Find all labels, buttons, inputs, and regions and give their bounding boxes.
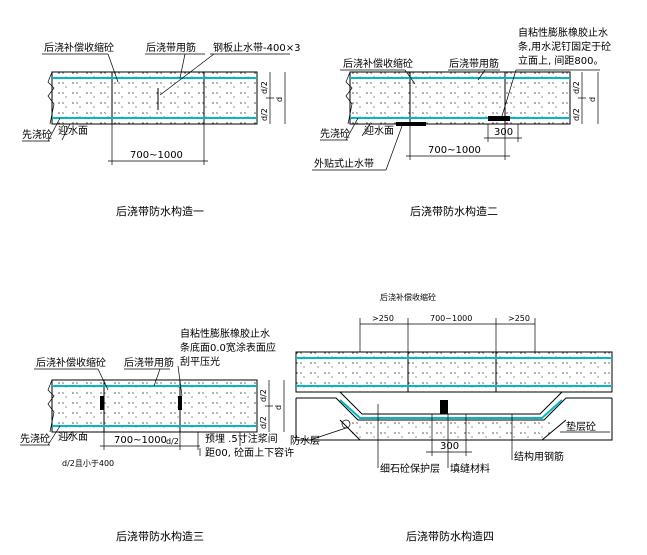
diagram-1: d/2 d/2 d 后浇补偿收缩砼 后浇带用筋 钢板止水带-400×3 先浇砼 … [22,41,300,218]
label-shrink-1: 后浇补偿收缩砼 [44,41,114,54]
dim-300-2: 300 [494,127,513,138]
label-shrink-4: 后浇补偿收缩砼 [380,292,436,302]
label-steel-1: 钢板止水带-400×3 [213,41,300,54]
label-first-3: 先浇砼 [20,432,50,445]
label-protect-4: 细石砼保护层 [380,462,440,475]
dim-d2-2: d/2 [572,81,581,94]
dim-width-1: 700~1000 [130,150,183,161]
dim-d2b-3: d/2 [259,416,268,429]
label-cushion-4: 垫层砼 [566,420,596,433]
caption-1: 后浇带防水构造一 [116,204,204,218]
label-swell-2c: 立面上, 间距800。 [518,54,603,67]
external-stop-2 [396,122,426,126]
label-swell-3b: 条底面0.0宽涂表面应 [180,341,276,354]
label-swell-2a: 自粘性膨胀橡胶止水 [518,26,608,39]
dim-d2-side-3: d/2 [166,437,179,446]
dim-d2-3: d/2 [259,389,268,402]
caption-4: 后浇带防水构造四 [406,529,494,543]
dim-d2-1: d/2 [260,81,269,94]
pour-strip-1 [111,71,205,125]
label-pre-3b: 距00, 砼面上下容许 [205,446,294,459]
dim-d-3: d [274,405,283,410]
label-shrink-3: 后浇补偿收缩砼 [36,356,106,369]
pour-strip-2 [409,71,506,125]
caption-3: 后浇带防水构造三 [116,529,204,543]
label-d2-limit-3: d/2且小于400 [62,459,114,468]
label-face-3: 迎水面 [58,431,88,443]
dim-300-4: 300 [440,441,459,452]
label-first-1: 先浇砼 [22,128,52,141]
dim-d-2: d [588,97,597,102]
dim-mid-4: 700~1000 [430,314,472,323]
dim-width-3: 700~1000 [114,435,167,446]
label-swell-3a: 自粘性膨胀橡胶止水 [180,327,270,340]
label-face-2: 迎水面 [364,125,394,137]
label-first-2: 先浇砼 [320,127,350,140]
label-pre-3a: 预埋 .5寸注浆间 [205,432,278,445]
dim-width-2: 700~1000 [428,145,481,156]
label-external-2: 外贴式止水带 [314,157,374,170]
dim-d-1: d [275,97,284,102]
dim-d2b-2: d/2 [572,108,581,121]
pour-strip-4 [407,351,497,393]
label-swell-3c: 刮平压光 [180,355,220,368]
diagram-2: d/2 d/2 d 后浇补偿收缩砼 后浇带用筋 自粘性膨胀橡胶止水 条,用水泥钉… [312,26,611,218]
label-struct-4: 结构用钢筋 [514,450,564,463]
label-swell-2b: 条,用水泥钉固定于砼 [518,40,611,53]
dim-right-4: >250 [508,314,530,323]
label-face-1: 迎水面 [58,125,88,137]
label-rebar-2: 后浇带用筋 [449,57,499,70]
label-fill-4: 填缝材料 [450,462,490,475]
diagram-4: 后浇补偿收缩砼 >250 700~1000 >250 防水层 垫层砼 [290,292,613,543]
label-rebar-1: 后浇带用筋 [146,41,196,54]
label-rebar-3: 后浇带用筋 [124,356,174,369]
caption-2: 后浇带防水构造二 [410,204,498,218]
label-waterproof-4: 防水层 [290,434,320,447]
dim-left-4: >250 [372,314,394,323]
diagram-3: d/2 d/2 d 自粘性膨胀橡胶止水 条底面0.0宽涂表面应 刮平压光 后浇补… [20,327,294,543]
dim-d2b-1: d/2 [260,108,269,121]
label-shrink-2: 后浇补偿收缩砼 [343,57,413,70]
